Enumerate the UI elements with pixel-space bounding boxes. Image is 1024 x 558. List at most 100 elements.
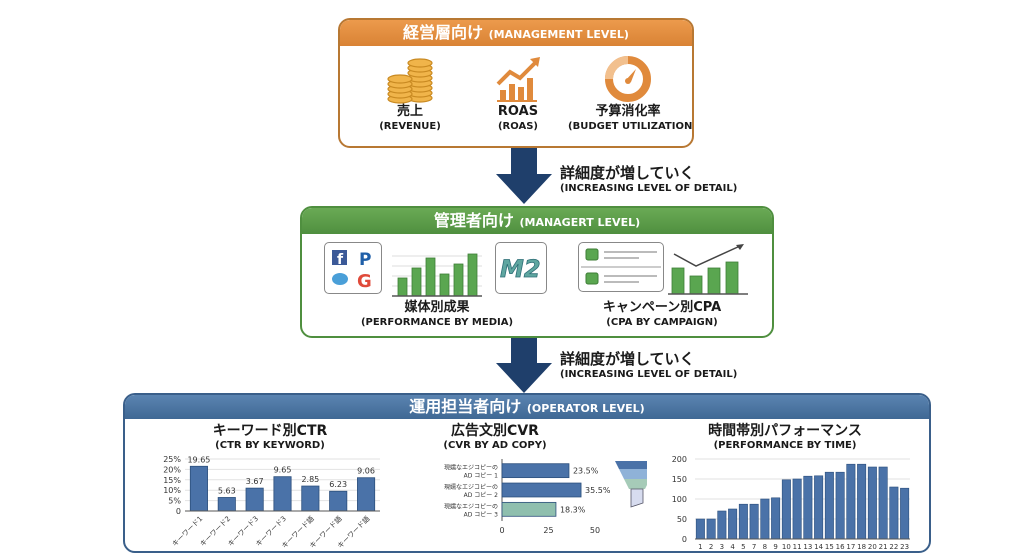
x-tick-label: 1 (698, 543, 702, 551)
data-label: 23.5% (573, 467, 599, 476)
arrow-label-en: (INCREASING LEVEL OF DETAIL) (560, 369, 738, 380)
y-tick-label: 10% (163, 486, 181, 495)
y-tick-label: AD コピー 3 (464, 511, 499, 518)
roas-label-en: (ROAS) (497, 121, 538, 132)
bar (857, 463, 867, 540)
down-arrow-icon (496, 338, 552, 393)
time-chart-title: 時間帯別パフォーマンス (PERFORMANCE BY TIME) (685, 423, 885, 452)
bar (889, 486, 899, 540)
y-tick-label: 100 (672, 495, 687, 504)
y-tick-label: 現嬬なエジコピーの (444, 483, 498, 491)
x-tick-label: 25 (543, 526, 553, 535)
funnel-layer (619, 469, 647, 479)
funnel-layer (624, 479, 647, 489)
bar (792, 478, 802, 540)
bar (760, 498, 770, 540)
bar (501, 501, 557, 517)
down-arrow-icon (496, 148, 552, 204)
management-title: 経営層向け (403, 23, 484, 42)
x-tick-label: 15 (825, 543, 834, 551)
cvr-title-jp: 広告文別CVR (451, 423, 539, 439)
management-level-panel: 経営層向け (MANAGEMENT LEVEL) 売上 (REVENUE) (338, 18, 694, 148)
y-tick-label: AD コピー 2 (464, 492, 499, 499)
budget-utilization-label-en: (BUDGET UTILIZATION) (568, 121, 694, 132)
x-tick-label: 13 (803, 543, 812, 551)
y-tick-label: 15% (163, 476, 181, 485)
management-header: 経営層向け (MANAGEMENT LEVEL) (340, 20, 692, 46)
bar (695, 518, 705, 540)
cpa-by-campaign-label: キャンペーン別CPA (602, 300, 722, 315)
manager-header: 管理者向け (MANAGERT LEVEL) (302, 208, 772, 234)
data-label: 2.85 (301, 475, 319, 484)
time-title-jp: 時間帯別パフォーマンス (708, 423, 862, 439)
data-label: 6.23 (329, 480, 347, 489)
m2-logo-box: M2 (495, 242, 547, 294)
y-tick-label: 0 (176, 507, 181, 516)
data-label: 5.63 (218, 486, 236, 495)
x-tick-label: 21 (879, 543, 888, 551)
bar (217, 497, 236, 512)
bar (781, 479, 791, 540)
paypal-icon: P (359, 250, 371, 270)
bar (273, 476, 292, 512)
bar (878, 466, 888, 540)
media-logos-box: f P G (324, 242, 382, 294)
x-tick-label: 14 (814, 543, 823, 551)
x-tick-label: 20 (868, 543, 877, 551)
funnel-icon (615, 461, 647, 508)
y-tick-label: 150 (672, 475, 687, 484)
roas-label: ROAS (497, 104, 539, 119)
operator-title-en: (OPERATOR LEVEL) (526, 402, 645, 415)
revenue-metric: 売上 (REVENUE) (350, 54, 470, 133)
gauge-icon (605, 56, 651, 102)
arrow-label-en: (INCREASING LEVEL OF DETAIL) (560, 183, 738, 194)
data-label: 9.06 (357, 467, 375, 476)
data-label: 35.5% (585, 486, 611, 495)
bar (803, 475, 813, 540)
cpa-by-campaign: キャンペーン別CPA (CPA BY CAMPAIGN) (572, 300, 752, 329)
time-title-en: (PERFORMANCE BY TIME) (713, 440, 857, 451)
bar (749, 503, 759, 540)
cvr-chart-title: 広告文別CVR (CVR BY AD COPY) (405, 423, 585, 452)
performance-by-media-label: 媒体別成果 (404, 300, 470, 315)
x-tick-label: 7 (752, 543, 756, 551)
arrow-label-jp: 詳細度が増していく (560, 164, 695, 182)
x-tick-label: 16 (836, 543, 845, 551)
revenue-label-en: (REVENUE) (379, 121, 441, 132)
twitter-icon (332, 273, 348, 285)
arrow-label-jp: 詳細度が増していく (560, 350, 695, 368)
google-icon: G (357, 271, 372, 292)
x-tick-label: 5 (741, 543, 745, 551)
operator-level-panel: 運用担当者向け (OPERATOR LEVEL) キーワード別CTR (CTR … (123, 393, 931, 553)
detail-increase-label-2: 詳細度が増していく (INCREASING LEVEL OF DETAIL) (560, 350, 737, 381)
bar (501, 463, 570, 479)
detail-increase-label-1: 詳細度が増していく (INCREASING LEVEL OF DETAIL) (560, 164, 737, 195)
funnel-spout (630, 488, 644, 508)
performance-by-media-label-en: (PERFORMANCE BY MEDIA) (360, 317, 514, 328)
y-tick-label: 現嬬なエジコピーの (444, 502, 498, 510)
y-tick-label: 25% (163, 455, 181, 464)
bar (301, 485, 320, 512)
data-label: 19.65 (187, 455, 210, 464)
growth-chart-icon (496, 57, 540, 102)
operator-title: 運用担当者向け (409, 397, 522, 416)
svg-text:G: G (357, 271, 372, 292)
x-tick-label: 23 (900, 543, 909, 551)
data-label: 9.65 (274, 466, 292, 475)
operator-header: 運用担当者向け (OPERATOR LEVEL) (125, 395, 929, 419)
bar (329, 490, 348, 512)
bar (728, 508, 738, 540)
svg-text:P: P (359, 250, 371, 270)
bar (867, 466, 877, 540)
roas-metric: ROAS (ROAS) (458, 54, 578, 133)
bar (717, 510, 727, 540)
x-tick-label: 11 (793, 543, 802, 551)
bar (846, 463, 856, 540)
trend-bar-chart-icon (668, 244, 748, 295)
ctr-chart-title: キーワード別CTR (CTR BY KEYWORD) (185, 423, 355, 452)
ctr-title-jp: キーワード別CTR (212, 423, 328, 439)
x-tick-label: 17 (846, 543, 855, 551)
cvr-title-en: (CVR BY AD COPY) (443, 440, 547, 451)
y-tick-label: 200 (672, 455, 687, 464)
